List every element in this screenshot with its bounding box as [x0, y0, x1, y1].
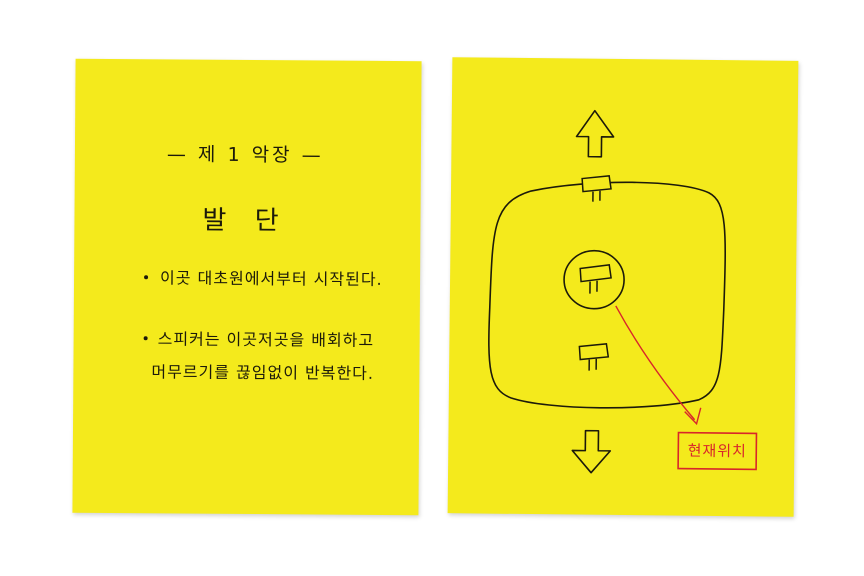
note-title: 발 단 [202, 205, 289, 237]
current-speaker-circle [563, 249, 625, 310]
pointer-arrow-icon [615, 305, 702, 426]
bullet-dot [144, 275, 149, 280]
field-outline [488, 181, 726, 409]
field-map-drawing [488, 109, 758, 474]
bullet-dot [143, 336, 148, 341]
location-label-box [677, 431, 758, 471]
speaker-icon [578, 343, 610, 371]
bullet-text: 이곳 대초원에서부터 시작된다. [159, 268, 383, 289]
sticky-note-left: — 제 1 악장 — 발 단 이곳 대초원에서부터 시작된다. 스피커는 이곳저… [72, 58, 422, 516]
arrow-up-icon [575, 109, 615, 158]
current-location-label: 현재위치 [687, 441, 747, 461]
bullet-text-line: 머무르기를 끊임없이 반복한다. [151, 362, 375, 383]
sticky-note-right: 현재위치 [447, 57, 799, 517]
bullet-text-line: 스피커는 이곳저곳을 배회하고 [157, 329, 375, 350]
arrow-down-icon [571, 429, 612, 474]
speaker-icon [581, 175, 612, 202]
chapter-heading: — 제 1 악장 — [166, 143, 324, 167]
